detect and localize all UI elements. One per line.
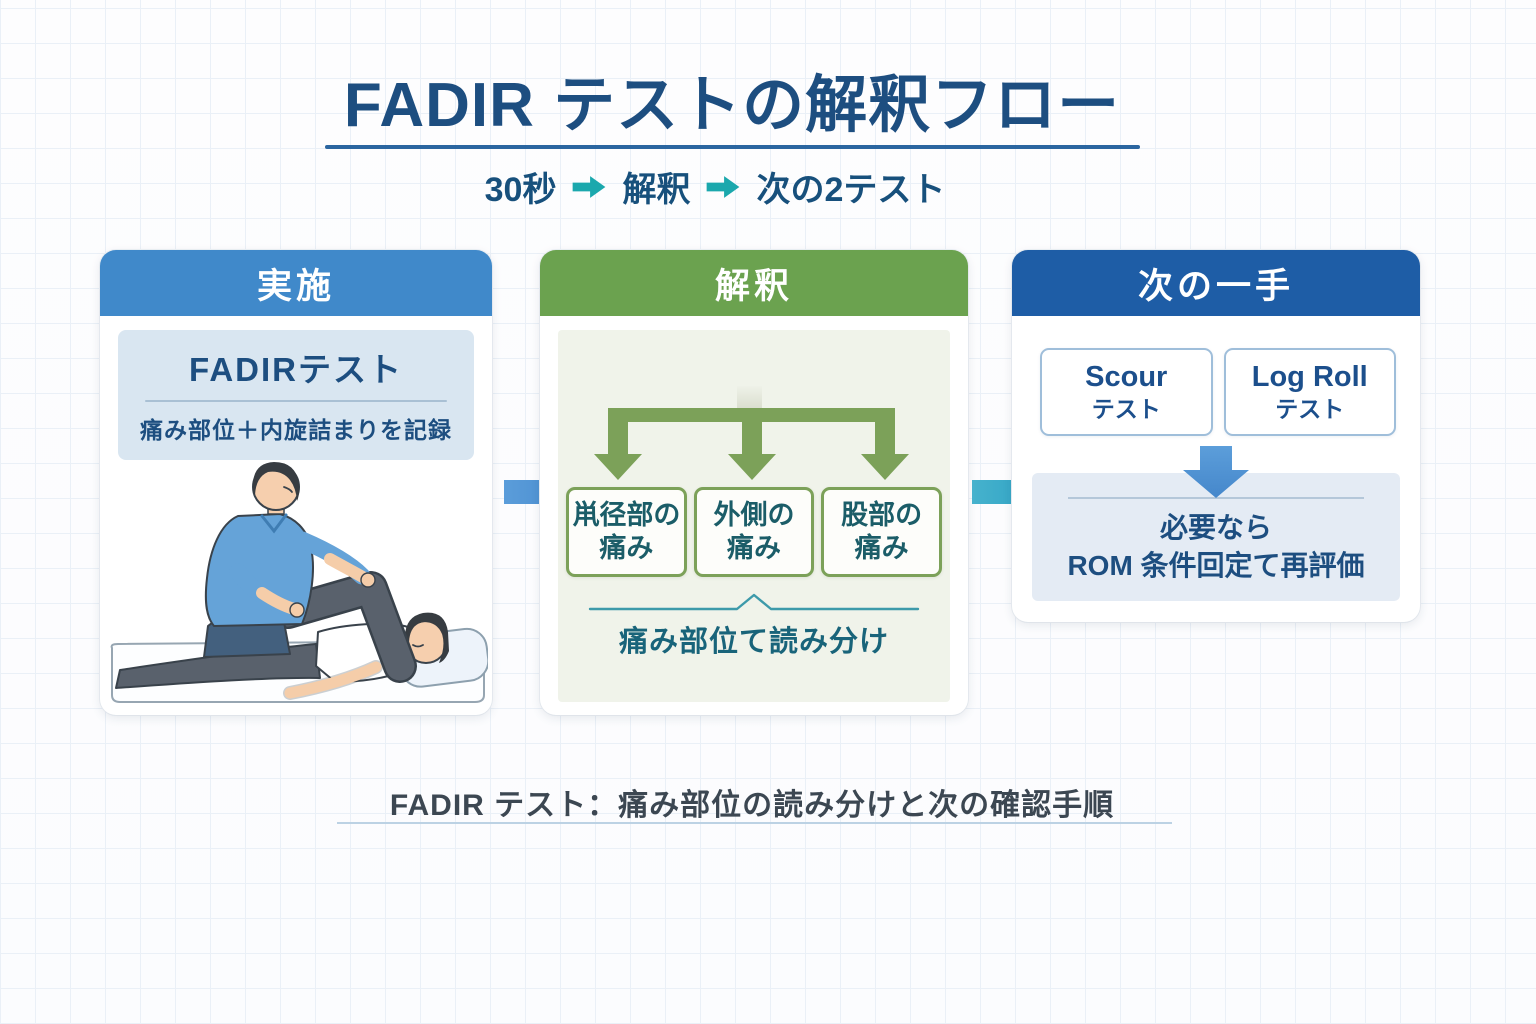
test-box-scour: Scour テスト <box>1040 348 1213 436</box>
next-tests-row: Scour テスト Log Roll テスト <box>1040 348 1396 436</box>
panel-next-step: 次の一手 Scour テスト Log Roll テスト 必要なら <box>1012 250 1420 622</box>
followup-line-2: ROM 条件回定て再評価 <box>1067 549 1365 581</box>
flow-step-next-tests: 次の2テスト <box>756 171 946 209</box>
down-arrow-icon <box>1183 446 1249 498</box>
branch-box-hip-pain: 股部の 痛み <box>821 487 943 577</box>
fadir-test-illustration <box>110 462 488 703</box>
test-box-log-roll: Log Roll テスト <box>1223 348 1396 436</box>
fadir-test-note-box: FADIRテスト 痛み部位＋内旋詰まりを記録 <box>118 330 474 460</box>
page-title: FADIR テストの解釈フロー <box>343 71 1121 140</box>
interpret-body: 鼡径部の 痛み 外側の 痛み 股部の 痛み 痛み部位て読み分け <box>558 330 950 702</box>
divider <box>1068 497 1364 499</box>
caption-underline <box>337 822 1172 824</box>
flow-step-duration: 30秒 <box>484 171 557 209</box>
fadir-test-name: FADIRテスト <box>189 351 403 388</box>
brace-label: 痛み部位て読み分け <box>618 626 889 658</box>
panel-interpret-header: 解釈 <box>540 250 968 316</box>
right-arrow-icon <box>573 175 606 198</box>
branch-arrows-icon <box>594 408 909 480</box>
followup-text: 必要なら ROM 条件回定て再評価 <box>1032 509 1400 585</box>
flow-step-interpret: 解釈 <box>622 171 691 209</box>
pain-location-options: 鼡径部の 痛み 外側の 痛み 股部の 痛み <box>566 487 943 577</box>
figure-caption: FADIR テスト：痛み部位の読み分けと次の確認手順 <box>389 789 1115 822</box>
fadir-test-note: 痛み部位＋内旋詰まりを記録 <box>140 417 452 443</box>
branch-stem <box>737 386 762 410</box>
title-underline <box>325 145 1140 149</box>
branch-box-groin-pain: 鼡径部の 痛み <box>566 487 687 577</box>
right-arrow-icon <box>707 175 740 198</box>
branch-box-lateral-pain: 外側の 痛み <box>693 487 815 577</box>
panel-execute-header: 実施 <box>100 250 492 316</box>
brace-icon <box>588 593 920 611</box>
flow-summary: 30秒 解釈 次の2テスト <box>0 162 1430 211</box>
panel-next-header: 次の一手 <box>1012 250 1420 316</box>
followup-line-1: 必要なら <box>1159 512 1272 543</box>
divider <box>144 400 448 402</box>
panel-interpret: 解釈 鼡径部の 痛み 外側の 痛み 股部の 痛み <box>540 250 968 715</box>
panel-execute: 実施 FADIRテスト 痛み部位＋内旋詰まりを記録 <box>100 250 492 715</box>
